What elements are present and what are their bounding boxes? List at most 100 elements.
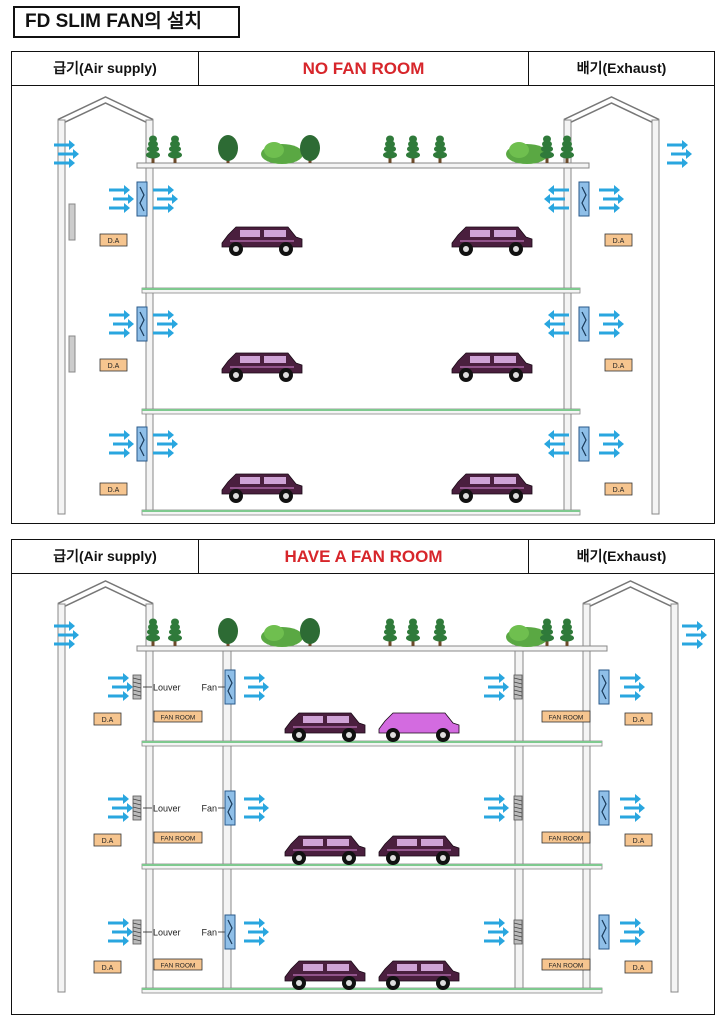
slim-fan-icon: [598, 790, 610, 826]
car-icon: [451, 473, 533, 503]
da-label: D.A: [108, 363, 120, 370]
wall: [145, 603, 154, 993]
wall-vent-icon: [68, 335, 76, 373]
airflow-arrows-icon: [599, 185, 624, 213]
wall: [563, 119, 572, 515]
exhaust-label: 배기(Exhaust): [576, 60, 667, 76]
tree-icon: [383, 618, 397, 646]
tree-icon: [406, 135, 420, 163]
slim-fan-icon: [578, 306, 590, 342]
da-label: D.A: [102, 838, 114, 845]
fan-callout: Fan: [201, 804, 225, 814]
fan-room-label: FAN ROOM: [161, 963, 196, 970]
tree-icon: [300, 135, 320, 163]
slim-fan-icon: [598, 669, 610, 705]
da-box: D.A: [624, 960, 653, 974]
airflow-arrows-icon: [682, 621, 707, 649]
panel-no-fan-room: 급기(Air supply) NO FAN ROOM 배기(Exhaust) D…: [11, 51, 715, 524]
tree-icon: [168, 618, 182, 646]
airflow-arrows-icon: [620, 918, 645, 946]
da-box: D.A: [604, 358, 633, 372]
fan-room-label: FAN ROOM: [549, 963, 584, 970]
slim-fan-icon: [578, 426, 590, 462]
airflow-arrows-icon: [544, 310, 569, 338]
car-icon: [378, 960, 460, 990]
fan-room-box: FAN ROOM: [541, 710, 591, 723]
louver-icon: [513, 919, 523, 945]
da-label: D.A: [102, 717, 114, 724]
louver-callout: Louver: [143, 928, 181, 938]
car-icon: [284, 712, 366, 742]
da-box: D.A: [624, 712, 653, 726]
airflow-arrows-icon: [620, 794, 645, 822]
da-label: D.A: [108, 238, 120, 245]
page-title: FD SLIM FAN의 설치: [13, 6, 240, 38]
tree-icon: [218, 618, 238, 646]
panel-title: HAVE A FAN ROOM: [199, 540, 529, 573]
airflow-arrows-icon: [153, 430, 178, 458]
airflow-arrows-icon: [484, 673, 509, 701]
fan-label: Fan: [201, 804, 217, 814]
louver-icon: [132, 795, 142, 821]
tree-icon: [406, 618, 420, 646]
airflow-arrows-icon: [109, 430, 134, 458]
da-box: D.A: [99, 358, 128, 372]
tree-icon: [506, 142, 548, 164]
wall: [57, 119, 66, 515]
tree-icon: [506, 625, 548, 647]
louver-icon: [132, 919, 142, 945]
airflow-arrows-icon: [54, 140, 79, 168]
airflow-arrows-icon: [620, 673, 645, 701]
fan-room-label: FAN ROOM: [549, 715, 584, 722]
panel-header: 급기(Air supply) HAVE A FAN ROOM 배기(Exhaus…: [12, 540, 714, 574]
fan-room-box: FAN ROOM: [153, 831, 203, 844]
car-icon: [221, 473, 303, 503]
car-icon: [451, 226, 533, 256]
car-icon: [284, 960, 366, 990]
da-label: D.A: [102, 965, 114, 972]
airflow-arrows-icon: [667, 140, 692, 168]
louver-label: Louver: [153, 928, 181, 938]
airflow-arrows-icon: [244, 673, 269, 701]
da-label: D.A: [108, 487, 120, 494]
fan-room-box: FAN ROOM: [541, 831, 591, 844]
panel-have-fan-room: 급기(Air supply) HAVE A FAN ROOM 배기(Exhaus…: [11, 539, 715, 1015]
airflow-arrows-icon: [54, 621, 79, 649]
panel-title: NO FAN ROOM: [199, 52, 529, 85]
airflow-arrows-icon: [109, 310, 134, 338]
stair-tower: [582, 580, 679, 993]
airflow-arrows-icon: [108, 794, 133, 822]
slim-fan-icon: [224, 669, 236, 705]
stair-tower: [57, 580, 154, 993]
airflow-arrows-icon: [244, 794, 269, 822]
tree-icon: [146, 135, 160, 163]
car-pink-icon: [378, 712, 460, 742]
airflow-arrows-icon: [599, 430, 624, 458]
car-icon: [451, 352, 533, 382]
da-box: D.A: [93, 712, 122, 726]
slim-fan-icon: [224, 914, 236, 950]
da-label: D.A: [613, 238, 625, 245]
car-icon: [284, 835, 366, 865]
da-label: D.A: [613, 487, 625, 494]
fan-room-label: FAN ROOM: [161, 715, 196, 722]
louver-icon: [513, 674, 523, 700]
fan-callout: Fan: [201, 928, 225, 938]
da-box: D.A: [99, 482, 128, 496]
slim-fan-icon: [136, 426, 148, 462]
wall: [57, 603, 66, 993]
fan-room-label: FAN ROOM: [161, 836, 196, 843]
wall: [670, 603, 679, 993]
building-diagram-no-fan-room: D.A D.A D.A D.A D.A D.A: [54, 96, 692, 516]
fan-room-box: FAN ROOM: [541, 958, 591, 971]
rooftop-greenery: [146, 618, 574, 647]
tree-icon: [433, 618, 447, 646]
fan-room-box: FAN ROOM: [153, 958, 203, 971]
wall: [136, 645, 608, 652]
wall: [582, 603, 591, 993]
car-icon: [221, 352, 303, 382]
tree-icon: [560, 135, 574, 163]
tree-icon: [540, 618, 554, 646]
da-label: D.A: [633, 838, 645, 845]
